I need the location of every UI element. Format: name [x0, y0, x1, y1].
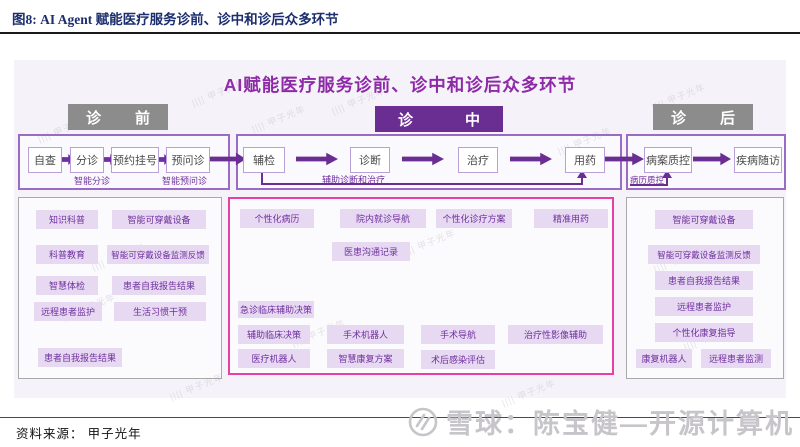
flow-step-yuyueguahao: 预约挂号: [111, 147, 159, 173]
stage-header-post: 诊后: [653, 104, 753, 130]
connector-line: [261, 183, 583, 185]
chip-surgery-robot: 手术机器人: [327, 325, 404, 344]
chip-wearable-post: 智能可穿戴设备: [655, 210, 753, 229]
arrow-right-icon: [158, 154, 170, 165]
connector-line: [666, 177, 668, 185]
flow-step-zhenduan: 诊断: [350, 147, 390, 173]
chip-knowledge: 知识科普: [36, 210, 98, 229]
diagram-title: AI赋能医疗服务诊前、诊中和诊后众多环节: [223, 75, 577, 95]
flow-step-fujian: 辅检: [243, 147, 285, 173]
chip-remote-monitor: 远程患者监护: [34, 302, 102, 321]
chip-smart-checkup: 智慧体检: [36, 276, 98, 295]
chip-clinical-decision: 辅助临床决策: [238, 325, 310, 344]
chip-wearable-feedback: 智能可穿戴设备监测反馈: [107, 245, 209, 264]
chip-rehab-plan: 智慧康复方案: [327, 349, 404, 368]
connector-line: [630, 184, 668, 186]
flow-step-fenzhen: 分诊: [70, 147, 104, 173]
chip-personal-record: 个性化病历: [240, 209, 314, 228]
chip-therapeutic-imaging: 治疗性影像辅助: [508, 325, 603, 344]
flow-step-yuwenzhen: 预问诊: [166, 147, 210, 173]
xueqiu-watermark-text: 雪球：陈宝健—开源计算机: [446, 409, 794, 439]
chip-education: 科普教育: [36, 245, 98, 264]
stage-header-mid-label: 诊中: [397, 111, 532, 129]
flow-section-mid: [236, 134, 622, 190]
chip-personal-rehab: 个性化康复指导: [655, 323, 753, 342]
stage-header-post-label: 诊后: [670, 109, 769, 127]
arrow-right-icon: [62, 154, 74, 165]
stage-header-pre-label: 诊前: [85, 109, 184, 127]
flow-step-yongyao: 用药: [565, 147, 605, 173]
connector-line: [261, 171, 263, 184]
connector-line: [581, 177, 583, 184]
flow-step-zhiliao: 治疗: [458, 147, 498, 173]
chip-medical-robot: 医疗机器人: [238, 349, 310, 368]
chip-surgery-nav: 手术导航: [421, 325, 495, 344]
xueqiu-watermark: 雪球：陈宝健—开源计算机: [407, 402, 794, 441]
flow-step-zicha: 自查: [28, 147, 62, 173]
flow-step-jibingsuifang: 疾病随访: [734, 147, 782, 173]
figure-caption: 图8: AI Agent 赋能医疗服务诊前、诊中和诊后众多环节: [12, 12, 339, 27]
flow-step-binganzhikong: 病案质控: [644, 147, 692, 173]
chip-remote-monitor-post: 远程患者监护: [655, 297, 753, 316]
chip-patient-report-2: 患者自我报告结果: [38, 348, 122, 367]
chip-patient-report: 患者自我报告结果: [112, 276, 206, 295]
chip-precise-medication: 精准用药: [534, 209, 608, 228]
chip-lifestyle: 生活习惯干预: [114, 302, 206, 321]
chip-er-decision: 急诊临床辅助决策: [238, 301, 314, 318]
arrow-right-icon: [104, 154, 116, 165]
chip-doctor-patient-comm: 医患沟通记录: [332, 242, 410, 261]
chip-hospital-nav: 院内就诊导航: [340, 209, 426, 228]
xueqiu-logo-icon: [408, 407, 438, 436]
caption-divider: [0, 32, 800, 34]
chip-personal-plan: 个性化诊疗方案: [436, 209, 512, 228]
chip-wearable: 智能可穿戴设备: [112, 210, 206, 229]
flow-label-record-qc: 病历质控: [630, 175, 665, 185]
stage-header-pre: 诊前: [68, 104, 168, 130]
arrow-up-icon: [577, 170, 587, 178]
flow-label-assisted-diagnosis: 辅助诊断和治疗: [322, 175, 386, 185]
chip-patient-report-post: 患者自我报告结果: [655, 271, 753, 290]
arrow-up-icon: [662, 170, 672, 178]
chip-rehab-robot: 康复机器人: [636, 349, 692, 368]
flow-label-smart-triage: 智能分诊: [74, 176, 111, 186]
chip-wearable-feedback-post: 智能可穿戴设备监测反馈: [648, 245, 760, 264]
flow-label-smart-preconsult: 智能预问诊: [162, 176, 208, 186]
footer-divider: [0, 417, 800, 418]
source-note: 资料来源： 甲子光年: [16, 427, 142, 441]
chip-remote-detect: 远程患者监测: [701, 349, 771, 368]
stage-header-mid: 诊中: [375, 106, 503, 132]
chip-postop-assessment: 术后感染评估: [421, 350, 495, 369]
